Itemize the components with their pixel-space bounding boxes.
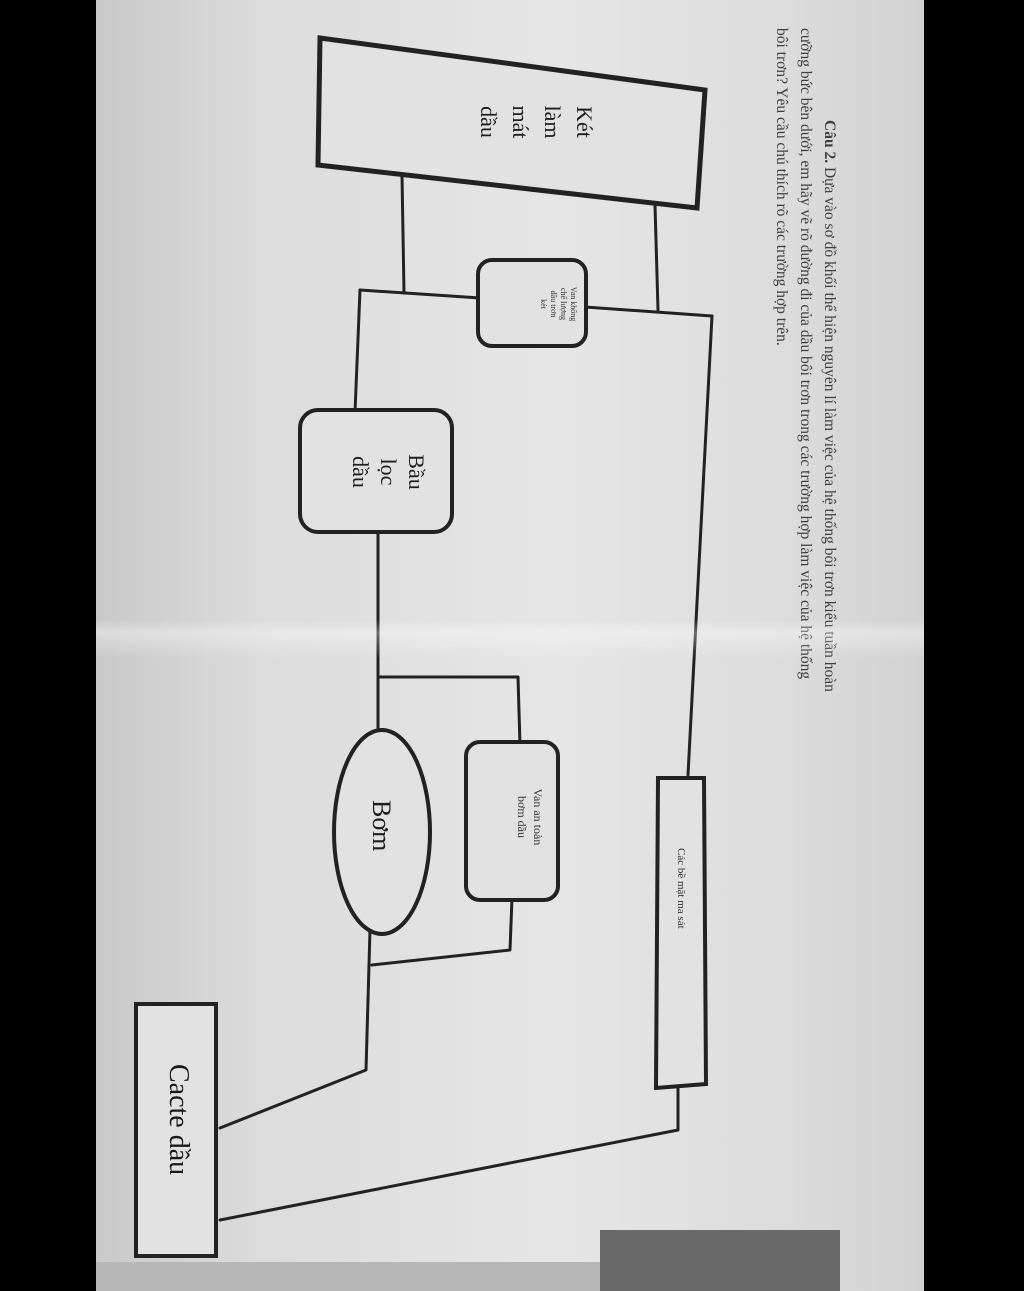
pipe-radiator-to-rightline: [653, 203, 660, 312]
question-line-2: cưỡng bức bên dưới, em hãy vẽ rõ đường đ…: [797, 28, 814, 680]
background-shadow: [600, 1230, 840, 1291]
pipe-pump-to-pan: [218, 928, 372, 1130]
pipe-radiator-left: [400, 173, 406, 295]
pipe-left-vertical: [353, 288, 362, 414]
question-line-1: Câu 2. Dựa vào sơ đồ khối thể hiện nguyê…: [818, 120, 840, 692]
pipe-friction-to-pan: [218, 1086, 680, 1222]
oil-pan-label: Cacte dầu: [163, 1064, 194, 1176]
safety-valve-box: [464, 740, 560, 902]
bypass-valve-box: [476, 258, 588, 348]
filter-label: Bầu lọc dầu: [348, 454, 429, 490]
pump-ellipse: [332, 728, 432, 936]
safety-valve-label: Van an toàn bơm dầu: [515, 788, 545, 846]
pipe-top: [583, 305, 714, 318]
pipe-safety-return: [370, 896, 514, 967]
radiator-box: [315, 35, 708, 211]
pipe-right-vertical: [686, 314, 714, 777]
question-line-3: bôi trơn? Yêu cầu chú thích rõ các trườn…: [773, 28, 790, 346]
pipe-left-top: [358, 288, 482, 300]
paper-edge-shadow: [96, 1262, 696, 1291]
pipe-to-safety-valve: [378, 675, 522, 747]
oil-pan-box: [134, 1002, 218, 1258]
bypass-valve-label: Van khống chế lượng dầu trơn két: [539, 286, 578, 322]
friction-box: [653, 776, 709, 1091]
friction-surfaces-label: Các bề mặt ma sát: [675, 848, 687, 929]
question-text-1: Dựa vào sơ đồ khối thể hiện nguyên lí là…: [821, 166, 838, 692]
radiator-label: Két làm mát dầu: [476, 105, 597, 139]
pump-label: Bơm: [367, 800, 396, 852]
filter-box: [298, 408, 454, 534]
question-number: Câu 2.: [821, 120, 838, 164]
paper-sheet: [96, 0, 924, 1291]
